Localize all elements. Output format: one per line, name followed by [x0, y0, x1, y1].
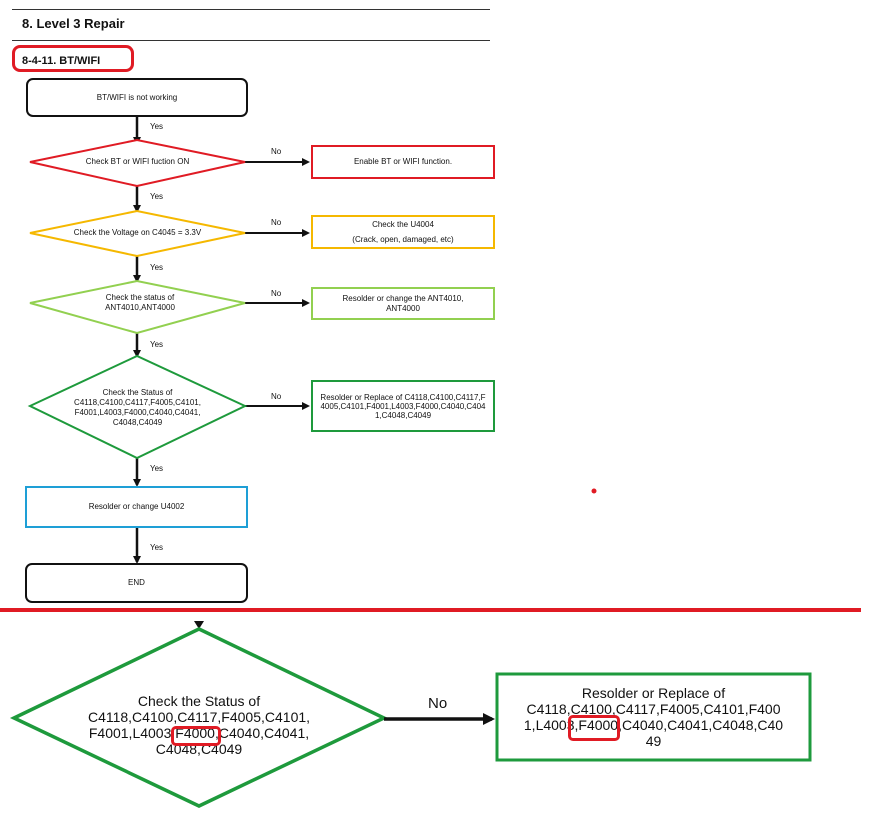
decision-4-diamond: [27, 354, 248, 460]
zoom-action-f4000-highlight: [568, 715, 620, 741]
zoom-action-line4: 49: [645, 733, 662, 749]
decision-3-diamond: [29, 279, 246, 335]
section-title: 8-4-11. BT/WIFI: [22, 55, 101, 67]
decision-4-text: Check the Status of C4118,C4100,C4117,F4…: [74, 388, 201, 427]
label-yes-2: Yes: [150, 192, 164, 201]
start-box: BT/WIFI is not working: [26, 78, 248, 117]
action-2-line2: (Crack, open, damaged, etc): [352, 234, 454, 244]
decision-3-text: Check the status of ANT4010,ANT4000: [105, 293, 175, 312]
zoom-action-text: Resolder or Replace of C4118,C4100,C4117…: [500, 681, 807, 753]
zoom-action-line1: Resolder or Replace of: [581, 685, 726, 701]
label-no-2: No: [271, 218, 282, 227]
header-bottom-rule: [12, 40, 490, 41]
label-yes-5: Yes: [150, 464, 164, 473]
zoom-decision-text: Check the Status of C4118,C4100,C4117,F4…: [54, 690, 344, 760]
red-dot: [591, 488, 597, 494]
zoom-decision-f4000-highlight: [171, 726, 221, 746]
zoom-action-line3: 1,L4003,F4000,C4040,C4041,C4048,C40: [523, 717, 784, 733]
label-yes-6: Yes: [150, 543, 164, 552]
label-no-3: No: [271, 289, 282, 298]
action-3-box: Resolder or change the ANT4010, ANT4000: [311, 287, 495, 320]
decision-2-diamond: [29, 209, 246, 258]
action-1-box: Enable BT or WIFI function.: [311, 145, 495, 179]
zoom-decision-line3: F4001,L4003,F4000,C4040,C4041,: [88, 725, 310, 741]
label-no-1: No: [271, 147, 282, 156]
label-yes-1: Yes: [150, 122, 164, 131]
step5-box: Resolder or change U4002: [25, 486, 248, 528]
action-4-box: Resolder or Replace of C4118,C4100,C4117…: [311, 380, 495, 432]
section-highlight: [12, 45, 134, 72]
zoom-decision-line1: Check the Status of: [137, 693, 261, 709]
header-top-rule: [12, 9, 490, 10]
label-no-4: No: [271, 392, 282, 401]
action-2-line1: Check the U4004: [372, 219, 434, 229]
decision-1-diamond: [29, 138, 246, 188]
zoom-action-box: [495, 672, 812, 762]
zoom-action-line2: C4118,C4100,C4117,F4005,C4101,F400: [526, 701, 781, 717]
label-yes-4: Yes: [150, 340, 164, 349]
page-title: 8. Level 3 Repair: [22, 16, 125, 31]
end-box: END: [25, 563, 248, 603]
label-yes-3: Yes: [150, 263, 164, 272]
zoom-decision-line2: C4118,C4100,C4117,F4005,C4101,: [87, 709, 311, 725]
decision-1-text: Check BT or WIFI fuction ON: [85, 157, 190, 166]
decision-2-text: Check the Voltage on C4045 = 3.3V: [73, 228, 202, 237]
action-2-box: Check the U4004 (Crack, open, damaged, e…: [311, 215, 495, 249]
zoom-label-no: No: [428, 695, 448, 712]
zoom-arrow-head: [194, 621, 204, 629]
